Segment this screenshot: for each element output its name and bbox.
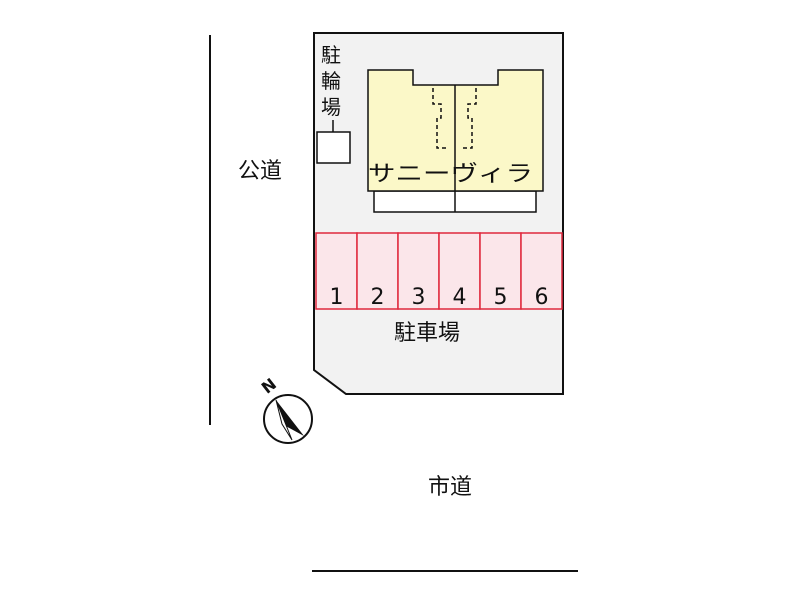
city-road-label: 市道 (428, 475, 472, 500)
compass-icon: N (258, 374, 313, 444)
bicycle-parking-label-3: 場 (321, 95, 341, 119)
compass-needle (276, 400, 304, 436)
compass-needle-light (275, 399, 293, 441)
bicycle-parking-label-2: 輪 (321, 69, 341, 93)
parking-space: 3 (397, 232, 440, 310)
parking-space-number: 4 (453, 285, 467, 310)
north-label: N (258, 374, 280, 397)
building-stair-left (432, 88, 448, 149)
parking-space: 5 (479, 232, 522, 310)
building-stair-right (461, 88, 477, 149)
parking-row: 1 2 3 4 5 6 (315, 232, 563, 310)
parking-space-number: 1 (330, 285, 344, 310)
parking-space-number: 3 (412, 285, 426, 310)
parking-space-box (479, 232, 522, 310)
parking-space-box (438, 232, 481, 310)
parking-space-box (520, 232, 563, 310)
bicycle-parking-label-1: 駐 (321, 43, 341, 67)
parking-space-box (356, 232, 399, 310)
bicycle-parking-box (316, 131, 351, 164)
parking-space: 2 (356, 232, 399, 310)
parking-space: 4 (438, 232, 481, 310)
parking-space: 1 (315, 232, 358, 310)
parking-space-box (315, 232, 358, 310)
parking-space-number: 6 (535, 285, 549, 310)
building-name: サニーヴィラ (368, 162, 533, 187)
parking-space: 6 (520, 232, 563, 310)
building: サニーヴィラ (367, 69, 544, 213)
parking-space-box (397, 232, 440, 310)
parking-space-number: 5 (494, 285, 508, 310)
parking-lot-label: 駐車場 (394, 321, 460, 346)
parking-space-number: 2 (371, 285, 385, 310)
public-road-label: 公道 (238, 159, 282, 184)
